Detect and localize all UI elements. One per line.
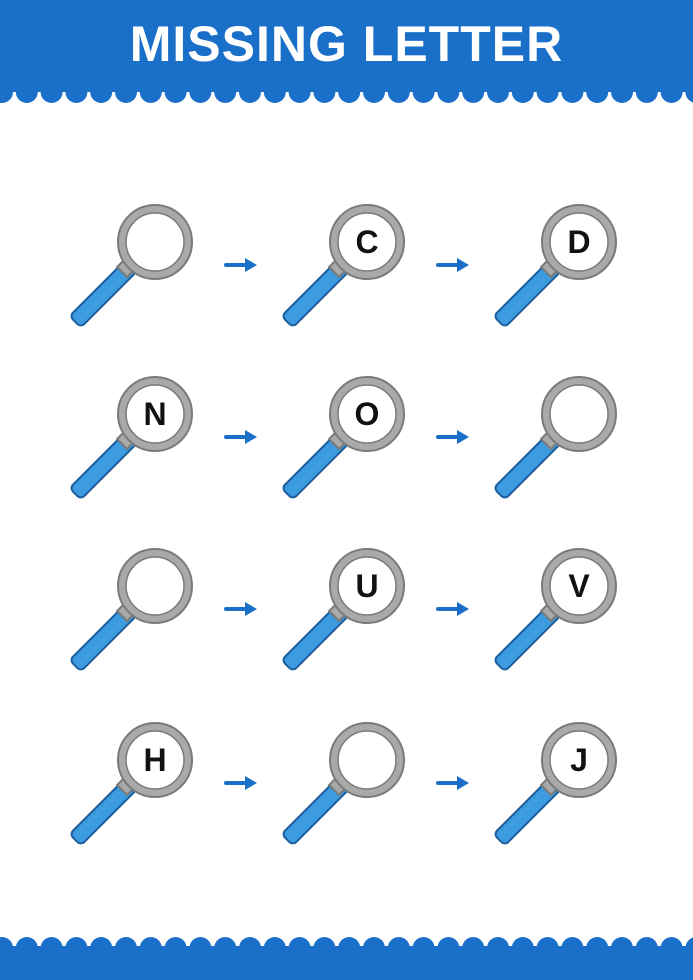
magnifying-glass-icon	[70, 198, 200, 328]
blank-lens-letter[interactable]	[549, 384, 609, 444]
magnifying-glass-icon: C	[282, 198, 412, 328]
lens-letter: N	[143, 396, 167, 432]
magnifying-glass-icon: D	[494, 198, 624, 328]
lens-letter: D	[567, 224, 591, 260]
lens-letter: C	[355, 224, 379, 260]
arrow-right-icon	[224, 429, 258, 445]
magnifying-glass-icon	[70, 542, 200, 672]
magnifying-glass-icon: V	[494, 542, 624, 672]
title-banner: MISSING LETTER	[0, 0, 693, 92]
magnifying-glass-icon: U	[282, 542, 412, 672]
magnifying-glass-icon: H	[70, 716, 200, 846]
page-title: MISSING LETTER	[129, 16, 564, 72]
magnifying-glass-icon: N	[70, 370, 200, 500]
magnifying-glass-icon	[282, 716, 412, 846]
blank-lens-letter[interactable]	[125, 556, 185, 616]
arrow-right-icon	[436, 257, 470, 273]
lens-letter: V	[568, 568, 590, 604]
blank-lens-letter[interactable]	[337, 730, 397, 790]
arrow-right-icon	[436, 601, 470, 617]
lens-letter: H	[143, 742, 167, 778]
arrow-right-icon	[436, 775, 470, 791]
blank-lens-letter[interactable]	[125, 212, 185, 272]
arrow-right-icon	[436, 429, 470, 445]
footer-banner	[0, 948, 693, 980]
scallop-border-top	[0, 86, 693, 103]
magnifying-glass-icon: O	[282, 370, 412, 500]
arrow-right-icon	[224, 601, 258, 617]
arrow-right-icon	[224, 775, 258, 791]
lens-letter: O	[354, 396, 380, 432]
lens-letter: U	[355, 568, 379, 604]
arrow-right-icon	[224, 257, 258, 273]
magnifying-glass-icon	[494, 370, 624, 500]
magnifying-glass-icon: J	[494, 716, 624, 846]
lens-letter: J	[570, 742, 588, 778]
